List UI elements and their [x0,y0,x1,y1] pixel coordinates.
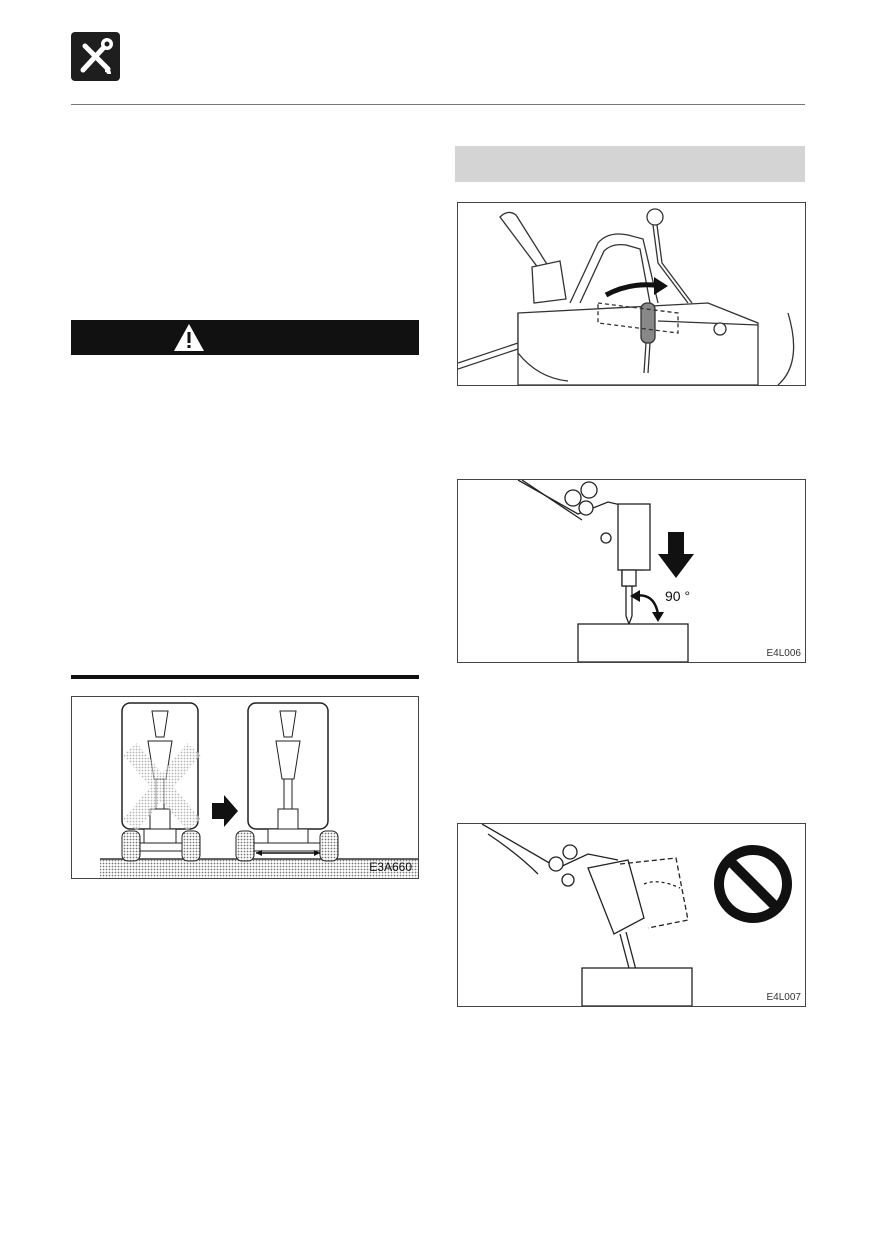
prohibited-sign-icon [714,845,792,923]
machine-narrow [121,702,201,862]
figure-code: E3A660 [369,860,412,874]
figure-code: E4L006 [766,648,801,659]
angle-label: 90 ° [665,588,691,604]
prohibited-cross-mark [123,743,201,831]
figure-code: E4L007 [766,992,801,1003]
width-arrow [256,850,320,856]
right-arrow-icon [212,795,238,827]
figure-lever [457,202,806,386]
tools-wrench-screwdriver-icon [71,32,120,81]
figure-breaker-vertical: 90 ° E4L006 [457,479,806,663]
section-heading-bar [455,146,805,182]
warning-banner [71,320,419,355]
section-divider [71,675,419,679]
lever-arrow-icon [604,277,668,298]
header-rule [71,104,805,105]
figure-breaker-angled: E4L007 [457,823,806,1007]
warning-triangle-icon [174,324,204,351]
figure-tracks: E3A660 [71,696,419,879]
machine-wide [235,702,339,862]
angle-arrow-icon [630,590,664,622]
down-arrow-icon [658,532,694,578]
